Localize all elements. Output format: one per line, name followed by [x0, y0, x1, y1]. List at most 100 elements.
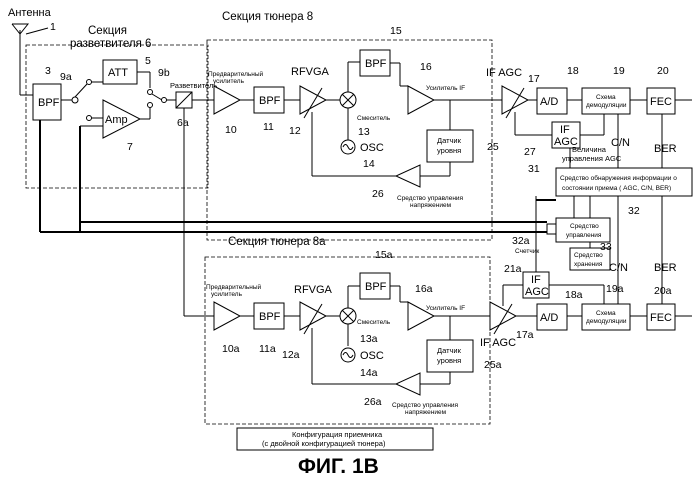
detector-31-label-1: Средство обнаружения информации о: [560, 174, 677, 182]
rfvga-12-label: RFVGA: [291, 66, 330, 78]
switch-9a-ref: 9а: [60, 71, 72, 83]
level-sensor-25-label-2: уровня: [437, 146, 461, 155]
if-agc-17a: [490, 302, 516, 330]
control-32-label-1: Средство: [570, 223, 599, 230]
preamp-10a-label-2: усилитель: [211, 291, 243, 298]
figure-title: ФИГ. 1В: [298, 455, 379, 478]
if-agc-box-21a-label-2: AGC: [525, 286, 549, 298]
osc-14-ref: 14: [363, 158, 375, 170]
att-ref: 5: [145, 55, 151, 67]
demod-19a-label-1: Схема: [596, 310, 616, 317]
demod-19a: [582, 304, 630, 330]
voltage-ctrl-26a-label-1: Средство управления: [392, 402, 459, 409]
bpf-11-label: BPF: [259, 95, 281, 107]
bpf-11-ref: 11: [263, 121, 274, 133]
splitter-ref: 6а: [177, 117, 189, 129]
amp-ref: 7: [127, 141, 133, 153]
mixer-13a-label: Смеситель: [357, 319, 391, 326]
osc-14a-label: OSC: [360, 350, 384, 362]
ad-18a-ref: 18а: [565, 289, 583, 301]
antenna-ref: 1: [50, 21, 56, 33]
bpf-15-ref: 15: [390, 25, 402, 37]
bpf-3-ref: 3: [45, 65, 51, 77]
demod-19-label-2: демодуляции: [586, 102, 627, 109]
if-agc-box-27-label-1: IF: [560, 124, 570, 136]
ber-label: BER: [654, 143, 677, 155]
osc-14-label: OSC: [360, 142, 384, 154]
switch-9b: [162, 98, 167, 103]
fec-20a-ref: 20а: [654, 285, 672, 297]
att-label: ATT: [108, 67, 128, 79]
detector-31-ref: 31: [528, 163, 540, 175]
preamp-10-label-2: усилитель: [213, 78, 245, 85]
demod-19: [582, 88, 630, 114]
preamp-10a: [214, 302, 240, 330]
level-sensor-25a-label-1: Датчик: [437, 346, 462, 355]
rfvga-12: [300, 86, 326, 114]
preamp-10a-label-1: Предварительный: [206, 283, 262, 291]
control-32-ref: 32: [628, 205, 640, 217]
if-amp-16a-label: Усилитель IF: [426, 305, 465, 312]
level-sensor-25a-label-2: уровня: [437, 356, 461, 365]
cn-a-label: C/N: [609, 262, 628, 274]
rfvga-12-ref: 12: [289, 125, 301, 137]
if-amp-16-ref: 16: [420, 61, 432, 73]
ad-18a-label: A/D: [540, 312, 558, 324]
splitter-section-title-2: разветвителя 6: [70, 38, 151, 50]
switch-9a: [72, 97, 78, 103]
osc-14a-ref: 14а: [360, 367, 378, 379]
if-agc-box-27-ref: 27: [524, 146, 536, 158]
level-sensor-25-ref: 25: [487, 141, 499, 153]
preamp-10-ref: 10: [225, 124, 237, 136]
bpf-3-label: BPF: [38, 97, 60, 109]
voltage-ctrl-26a-label-2: напряжением: [405, 409, 447, 416]
if-amp-16-label: Усилитель IF: [426, 85, 465, 92]
counter-32a-ref: 32а: [512, 235, 530, 247]
rfvga-12a-ref: 12а: [282, 349, 300, 361]
switch-9b-ref: 9b: [158, 67, 170, 79]
if-agc-17-label: IF AGC: [486, 67, 522, 79]
voltage-ctrl-26-label-1: Средство управления: [397, 195, 464, 202]
amp-label: Amp: [105, 114, 128, 126]
preamp-10: [214, 86, 240, 114]
storage-33-ref: 33: [600, 241, 612, 253]
rfvga-12a-label: RFVGA: [294, 284, 333, 296]
fec-20-ref: 20: [657, 65, 669, 77]
if-agc-box-21a-label-1: IF: [531, 274, 541, 286]
agc-value-label-1: Величина: [572, 145, 607, 154]
storage-33-label-2: хранения: [574, 261, 603, 268]
mixer-13-label: Смеситель: [357, 115, 391, 122]
if-agc-17a-label: IF AGC: [480, 337, 516, 349]
splitter-section-title-1: Секция: [88, 25, 127, 37]
splitter-label: Разветвитель: [170, 81, 217, 90]
rfvga-12a: [300, 302, 326, 330]
mixer-13a-ref: 13а: [360, 333, 378, 345]
fec-20a-label: FEC: [650, 312, 672, 324]
caption-line-2: (с двойной конфигурацией тюнера): [262, 439, 386, 448]
if-agc-17a-ref: 17а: [516, 329, 534, 341]
bpf-11a-ref: 11а: [259, 343, 276, 355]
demod-19a-ref: 19а: [606, 283, 624, 295]
mixer-13-ref: 13: [358, 126, 370, 138]
tuner-8-title: Секция тюнера 8: [222, 11, 313, 23]
level-sensor-25-label-1: Датчик: [437, 136, 462, 145]
bpf-11a-label: BPF: [259, 311, 281, 323]
antenna: [12, 24, 33, 95]
demod-19-ref: 19: [613, 65, 625, 77]
bpf-15-label: BPF: [365, 58, 387, 70]
storage-33-label-1: Средство: [574, 252, 603, 259]
demod-19a-label-2: демодуляции: [586, 318, 627, 325]
preamp-10-label-1: Предварительный: [208, 70, 264, 78]
fec-20-label: FEC: [650, 96, 672, 108]
voltage-ctrl-26-ref: 26: [372, 188, 384, 200]
voltage-ctrl-26a-ref: 26а: [364, 396, 382, 408]
ad-18-ref: 18: [567, 65, 579, 77]
control-32-label-2: управления: [566, 232, 602, 239]
ber-a-label: BER: [654, 262, 677, 274]
detector-31-label-2: состоянии приема ( AGC, C/N, BER): [562, 185, 671, 192]
level-sensor-25a-ref: 25а: [484, 359, 502, 371]
ad-18-label: A/D: [540, 96, 558, 108]
preamp-10a-ref: 10а: [222, 343, 240, 355]
if-amp-16a-ref: 16а: [415, 283, 433, 295]
